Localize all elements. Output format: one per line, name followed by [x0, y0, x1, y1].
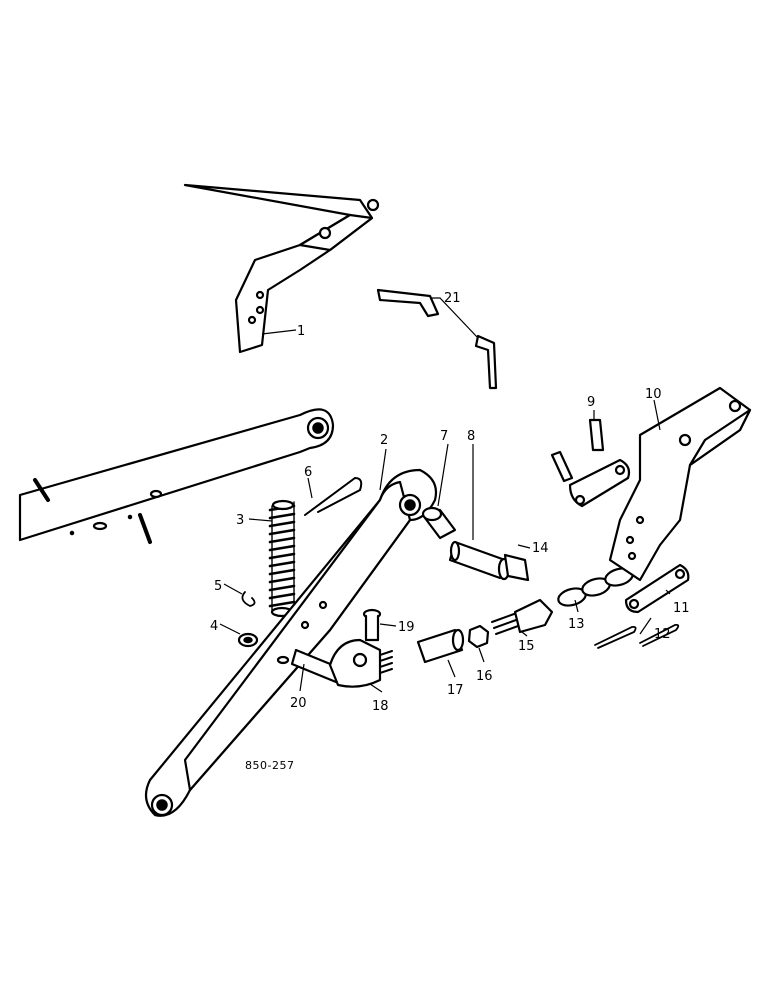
label-11: 11	[673, 601, 690, 616]
part-1-bracket	[183, 183, 380, 354]
part-17-tube	[416, 628, 465, 664]
part-19-bolt	[362, 608, 382, 642]
part-5-clip	[241, 591, 256, 607]
part-18-clevis	[328, 638, 393, 688]
part-11-plate	[624, 563, 690, 614]
left-lower-link	[18, 408, 335, 544]
part-7-bushing	[421, 506, 457, 540]
part-13-chain	[557, 567, 634, 607]
label-12: 12	[654, 627, 671, 642]
label-15: 15	[518, 639, 535, 654]
label-5: 5	[214, 579, 222, 594]
label-2: 2	[380, 433, 388, 448]
label-14: 14	[532, 541, 549, 556]
label-17: 17	[447, 683, 464, 698]
label-20: 20	[290, 696, 307, 711]
part-8-pin	[448, 540, 511, 581]
part-10-bracket	[608, 386, 752, 582]
part-14-pin	[503, 553, 530, 582]
part-2-lower-link	[144, 468, 438, 817]
part-6-hook-pin	[304, 476, 363, 516]
label-16: 16	[476, 669, 493, 684]
label-9: 9	[587, 395, 595, 410]
label-19: 19	[398, 620, 415, 635]
label-21: 21	[444, 291, 461, 306]
part-16-nut	[467, 624, 490, 649]
label-3: 3	[236, 513, 244, 528]
label-8: 8	[467, 429, 475, 444]
part-labels: 1 2 3 4 5 6 7 8 9 10 11 12 13 14 15 16 1…	[210, 291, 690, 714]
drawing-code: 850-257	[245, 759, 294, 772]
leader-lines	[219, 297, 671, 693]
label-13: 13	[568, 617, 585, 632]
label-1: 1	[297, 324, 305, 339]
label-18: 18	[372, 699, 389, 714]
part-3-spring	[268, 499, 296, 618]
part-4-washer	[237, 632, 259, 648]
part-12-cotter-pins	[594, 623, 680, 649]
label-7: 7	[440, 429, 448, 444]
part-9-pins	[550, 418, 631, 508]
label-10: 10	[645, 387, 662, 402]
part-21-plates	[376, 288, 498, 390]
label-4: 4	[210, 619, 218, 634]
part-15-clevis	[491, 598, 554, 635]
label-6: 6	[304, 465, 312, 480]
